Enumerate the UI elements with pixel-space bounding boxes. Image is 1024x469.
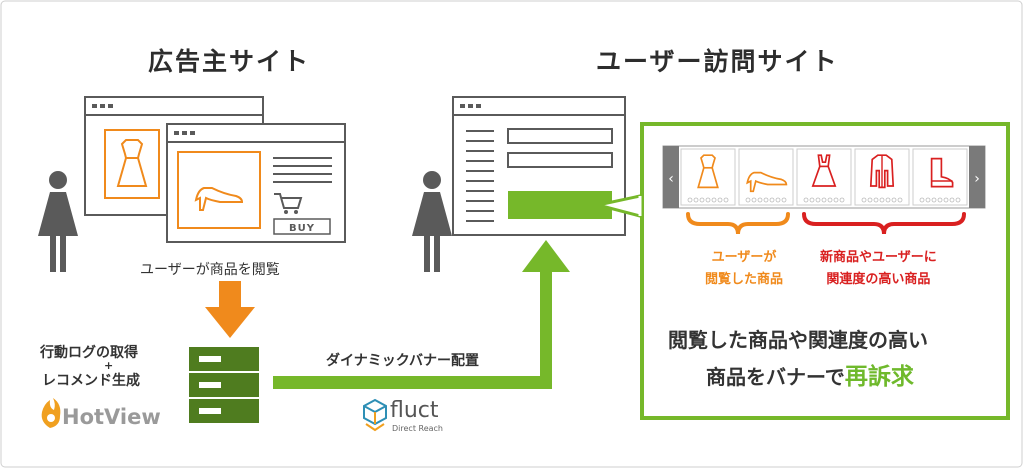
message-line-2: 商品をバナーで再訴求 bbox=[706, 364, 914, 390]
buy-button bbox=[273, 218, 331, 235]
chevron-right-icon: › bbox=[974, 171, 980, 187]
advertiser-title: 広告主サイト bbox=[148, 47, 311, 76]
dress-icon bbox=[811, 154, 837, 187]
action-log-label: 行動ログの取得 bbox=[40, 345, 138, 361]
delivery-arrow bbox=[273, 240, 570, 389]
browse-caption: ユーザーが商品を閲覧 bbox=[140, 262, 280, 278]
dress-icon bbox=[697, 154, 719, 189]
viewed-brace bbox=[686, 212, 790, 235]
person-icon bbox=[412, 171, 452, 272]
new-brace bbox=[802, 212, 966, 235]
server-icon bbox=[189, 347, 259, 423]
high-heel-icon bbox=[746, 171, 788, 193]
hotview-logo: HotView bbox=[62, 405, 161, 429]
advertiser-window-front: BUY bbox=[166, 123, 346, 243]
retarget-highlight: 再訴求 bbox=[844, 364, 914, 390]
buy-label: BUY bbox=[289, 223, 315, 234]
flame-icon bbox=[41, 398, 61, 428]
cube-icon bbox=[363, 398, 387, 432]
fluct-logo: fluct bbox=[390, 398, 439, 423]
banner-slot bbox=[508, 191, 612, 219]
message-line-1: 閲覧した商品や関連度の高い bbox=[668, 328, 928, 352]
visitor-title: ユーザー訪問サイト bbox=[596, 47, 839, 76]
coat-icon bbox=[869, 154, 895, 189]
plus-label: + bbox=[104, 359, 114, 372]
banner-carousel: ‹ › bbox=[662, 145, 986, 209]
carousel-next-button bbox=[969, 146, 985, 208]
related-products-label: 新商品やユーザーに 関連度の高い商品 bbox=[820, 250, 937, 287]
down-arrow bbox=[205, 281, 255, 338]
recommend-label: レコメンド生成 bbox=[42, 373, 140, 389]
boot-icon bbox=[930, 157, 954, 188]
shopping-cart-icon bbox=[274, 193, 303, 214]
carousel-prev-button bbox=[663, 146, 679, 208]
fluct-subtitle: Direct Reach bbox=[392, 424, 443, 433]
dynamic-banner-label: ダイナミックバナー配置 bbox=[326, 353, 480, 369]
chevron-left-icon: ‹ bbox=[668, 171, 674, 187]
viewed-products-label: ユーザーが 閲覧した商品 bbox=[705, 250, 784, 287]
person-icon bbox=[38, 171, 78, 272]
visitor-window bbox=[452, 96, 626, 236]
